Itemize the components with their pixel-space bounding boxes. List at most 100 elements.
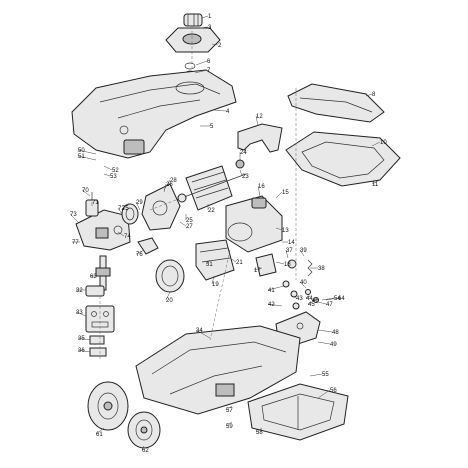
part-number-label: 24 (240, 150, 247, 156)
part-number-label: 20 (166, 298, 173, 304)
part-number-label: 49 (330, 342, 337, 348)
part-number-label: 41 (268, 288, 275, 294)
leader-line-51 (77, 155, 97, 161)
leader-line-35 (77, 337, 91, 341)
part-number-label: 44 (306, 296, 313, 302)
part-number-label: 63 (90, 274, 97, 280)
part-number-label: 72 (118, 206, 125, 212)
leader-line-15 (275, 191, 283, 199)
bracket-part (237, 123, 283, 153)
leader-line-53 (103, 173, 111, 177)
leader-line-49 (317, 341, 331, 345)
leader-line-4 (213, 109, 227, 112)
part-number-label: 39 (300, 248, 307, 254)
part-number-label: 28 (170, 178, 177, 184)
part-number-label: 55 (322, 372, 329, 378)
part-number-label: 32 (76, 288, 83, 294)
lid-frame-part (285, 131, 401, 187)
part-number-label: 5 (210, 124, 214, 130)
part-number-label: 1 (208, 14, 212, 20)
part-number-label: 29 (136, 200, 143, 206)
leader-line-19 (211, 275, 215, 285)
leader-line-33 (75, 311, 87, 317)
part-number-label: 61 (96, 432, 103, 438)
lid-panel-part (287, 83, 385, 123)
part-number-label: 73 (70, 212, 77, 218)
part-number-label: 70 (82, 188, 89, 194)
outlet-fitting-part (137, 237, 159, 255)
leader-line-64 (325, 297, 339, 301)
part-number-label: 4 (226, 109, 230, 115)
part-number-label: 19 (212, 282, 219, 288)
pump-head-part (75, 209, 131, 251)
stator-ring-part (155, 259, 185, 293)
part-number-label: 8 (372, 92, 376, 98)
leader-line-41 (267, 285, 285, 291)
leader-line-50 (77, 149, 97, 155)
base-chassis-part (135, 325, 301, 415)
part-number-label: 75 (122, 206, 129, 212)
leader-line-61 (95, 427, 105, 435)
leader-line-16 (257, 185, 261, 197)
part-number-labels: 1234567810111213141516171819202122232425… (70, 14, 387, 454)
pipe-part (95, 255, 111, 291)
leader-line-21 (229, 257, 237, 263)
part-number-label: 22 (208, 208, 215, 214)
part-number-label: 58 (256, 430, 263, 436)
leader-line-42 (267, 303, 283, 307)
part-number-label: 48 (332, 330, 339, 336)
switch-cap-part (85, 285, 105, 297)
part-number-label: 76 (136, 252, 143, 258)
part-number-label: 34 (196, 328, 203, 334)
part-number-label: 17 (254, 268, 261, 274)
leader-lines (69, 15, 381, 451)
leader-line-58 (255, 427, 263, 433)
leader-line-7 (194, 69, 208, 74)
part-number-label: 18 (284, 262, 291, 268)
part-number-label: 15 (282, 190, 289, 196)
part-number-label: 71 (92, 200, 99, 206)
part-number-label: 27 (186, 224, 193, 230)
part-number-label: 25 (186, 218, 193, 224)
part-number-label: 14 (288, 240, 295, 246)
part-number-label: 45 (308, 302, 315, 308)
part-number-label: 2 (218, 43, 222, 49)
leader-line-29 (135, 201, 141, 211)
part-number-label: 12 (256, 114, 263, 120)
part-number-label: 52 (112, 168, 119, 174)
part-number-label: 37 (286, 248, 293, 254)
leader-line-44 (305, 295, 311, 299)
valve-part (85, 192, 99, 217)
leader-line-59 (225, 421, 233, 427)
leader-line-20 (165, 291, 171, 301)
leader-line-75 (121, 207, 129, 211)
spring-part (255, 253, 313, 277)
part-number-label: 36 (78, 348, 85, 354)
leader-line-37 (285, 249, 289, 259)
part-number-label: 26 (166, 182, 173, 188)
leader-line-76 (135, 249, 145, 255)
leader-line-54 (321, 297, 335, 301)
leader-line-3 (199, 26, 209, 29)
leader-line-2 (211, 43, 219, 46)
part-number-label: 43 (296, 296, 303, 302)
part-number-label: 53 (110, 174, 117, 180)
leader-line-34 (195, 329, 211, 339)
leader-line-39 (299, 249, 305, 257)
wheel-large-part (87, 381, 129, 431)
part-number-label: 3 (208, 25, 212, 31)
part-number-label: 11 (372, 182, 379, 188)
part-number-label: 16 (258, 184, 265, 190)
leader-line-55 (309, 373, 323, 377)
top-housing-cover-part (71, 69, 237, 159)
part-number-label: 54 (334, 296, 341, 302)
leader-line-52 (103, 165, 113, 171)
leader-line-40 (299, 281, 307, 289)
leader-line-62 (141, 445, 145, 451)
part-number-label: 57 (226, 408, 233, 414)
leader-line-8 (365, 93, 373, 97)
leader-line-45 (307, 301, 313, 305)
part-number-label: 42 (268, 302, 275, 308)
leader-line-12 (255, 115, 259, 127)
